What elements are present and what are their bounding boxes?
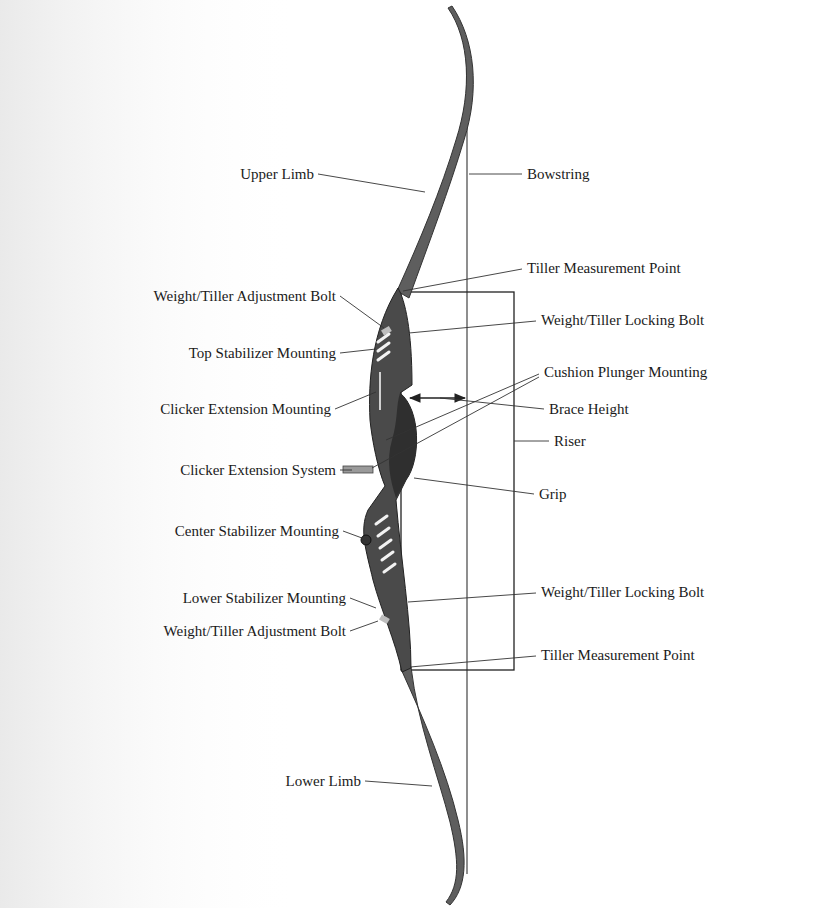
riser-body [364, 288, 417, 672]
clicker-mount [379, 372, 381, 410]
leader-lines [318, 174, 549, 786]
riser-cutouts [376, 334, 395, 572]
background-shade [0, 0, 300, 908]
part-label: Lower Limb [286, 772, 361, 790]
part-label: Weight/Tiller Adjustment Bolt [164, 622, 346, 640]
part-label: Weight/Tiller Locking Bolt [541, 583, 704, 601]
part-label: Riser [554, 432, 586, 450]
part-label: Weight/Tiller Adjustment Bolt [154, 287, 336, 305]
stabilizer-mount [361, 535, 371, 545]
brace-height-arrow [410, 397, 465, 398]
part-label: Lower Stabilizer Mounting [183, 589, 346, 607]
adjustment-bolt [379, 614, 390, 624]
lower-limb [401, 667, 464, 905]
part-label: Brace Height [549, 400, 629, 418]
clicker-extension [343, 466, 373, 473]
riser-bracket [401, 292, 514, 670]
part-label: Tiller Measurement Point [541, 646, 695, 664]
bowstring-line [466, 46, 467, 874]
upper-limb [397, 6, 473, 298]
part-label: Cushion Plunger Mounting [544, 363, 707, 381]
part-label: Clicker Extension Mounting [160, 400, 331, 418]
part-label: Center Stabilizer Mounting [175, 522, 339, 540]
part-label: Grip [539, 485, 567, 503]
part-label: Top Stabilizer Mounting [189, 344, 336, 362]
part-label: Tiller Measurement Point [527, 259, 681, 277]
part-label: Weight/Tiller Locking Bolt [541, 311, 704, 329]
part-label: Upper Limb [240, 165, 314, 183]
part-label: Clicker Extension System [180, 461, 336, 479]
part-label: Bowstring [527, 165, 590, 183]
